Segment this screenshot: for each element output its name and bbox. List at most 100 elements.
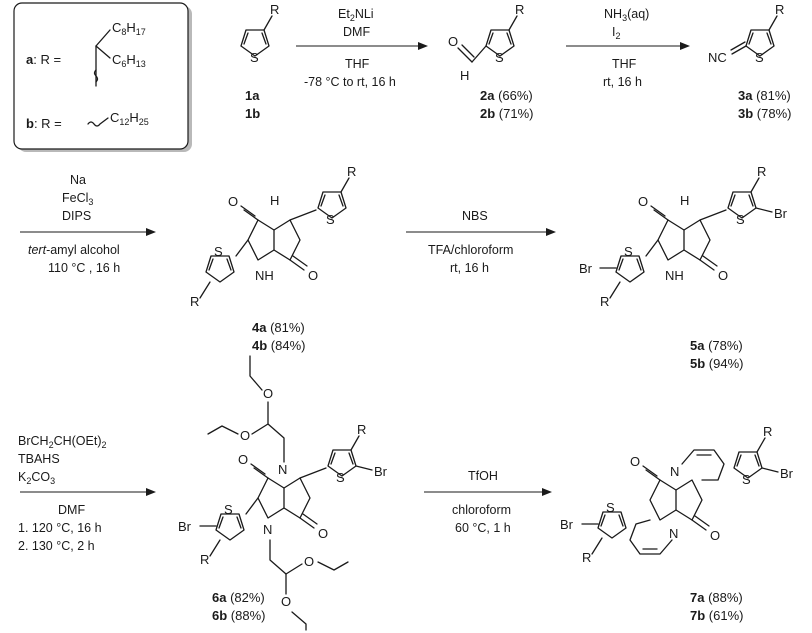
svg-text:O: O bbox=[630, 454, 640, 469]
arrow-step-6: TfOH chloroform 60 °C, 1 h bbox=[424, 469, 552, 535]
svg-text:7a (88%): 7a (88%) bbox=[690, 590, 743, 605]
svg-text:rt, 16 h: rt, 16 h bbox=[450, 261, 489, 275]
svg-text:H: H bbox=[270, 193, 279, 208]
svg-text:O: O bbox=[228, 194, 238, 209]
svg-text:S: S bbox=[736, 212, 745, 227]
svg-text:R: R bbox=[757, 164, 766, 179]
svg-text:DIPS: DIPS bbox=[62, 209, 91, 223]
svg-text:NH: NH bbox=[255, 268, 274, 283]
svg-text:4a (81%): 4a (81%) bbox=[252, 320, 305, 335]
svg-text:O: O bbox=[240, 428, 250, 443]
svg-text:TfOH: TfOH bbox=[468, 469, 498, 483]
svg-text:N: N bbox=[669, 526, 678, 541]
svg-text:O: O bbox=[710, 528, 720, 543]
compound-1: R S 1a 1b bbox=[240, 2, 279, 121]
svg-text:R: R bbox=[515, 2, 524, 17]
svg-text:1. 120 °C, 16 h: 1. 120 °C, 16 h bbox=[18, 521, 102, 535]
svg-text:O: O bbox=[238, 452, 248, 467]
svg-text:Na: Na bbox=[70, 173, 86, 187]
svg-text:S: S bbox=[326, 212, 335, 227]
svg-text:3a (81%): 3a (81%) bbox=[738, 88, 791, 103]
svg-text:NBS: NBS bbox=[462, 209, 488, 223]
svg-text:O: O bbox=[318, 526, 328, 541]
svg-text:R: R bbox=[763, 424, 772, 439]
svg-text:6a (82%): 6a (82%) bbox=[212, 590, 265, 605]
compound-7: O O N N R S Br R S Br 7a (88%) 7b (61%) bbox=[560, 424, 794, 623]
svg-text:2a (66%): 2a (66%) bbox=[480, 88, 533, 103]
svg-text:THF: THF bbox=[345, 57, 370, 71]
svg-text:O: O bbox=[281, 594, 291, 609]
compound-2: R S O H 2a (66%) 2b (71%) bbox=[448, 2, 533, 121]
legend-b: b bbox=[26, 116, 34, 131]
svg-text:S: S bbox=[606, 500, 615, 515]
svg-text:S: S bbox=[336, 470, 345, 485]
svg-text:Br: Br bbox=[780, 466, 794, 481]
svg-text:DMF: DMF bbox=[58, 503, 85, 517]
svg-text:NH: NH bbox=[665, 268, 684, 283]
svg-text:THF: THF bbox=[612, 57, 637, 71]
svg-text:R: R bbox=[582, 550, 591, 565]
svg-text:R: R bbox=[270, 2, 279, 17]
svg-text:N: N bbox=[278, 462, 287, 477]
svg-text:4b (84%): 4b (84%) bbox=[252, 338, 305, 353]
svg-text:O: O bbox=[304, 554, 314, 569]
svg-text:R: R bbox=[190, 294, 199, 309]
svg-text:R: R bbox=[347, 164, 356, 179]
svg-text:FeCl3: FeCl3 bbox=[62, 191, 93, 207]
arrow-step-2: NH3(aq) I2 THF rt, 16 h bbox=[566, 7, 690, 89]
svg-text:b: R =: b: R = bbox=[26, 116, 62, 131]
svg-text:N: N bbox=[263, 522, 272, 537]
svg-text:60 °C, 1 h: 60 °C, 1 h bbox=[455, 521, 511, 535]
svg-text:H: H bbox=[460, 68, 469, 83]
svg-text:O: O bbox=[638, 194, 648, 209]
arrow-step-5: BrCH2CH(OEt)2 TBAHS K2CO3 DMF 1. 120 °C,… bbox=[18, 434, 156, 553]
compound-6: O O N N O O O O R S Br R S Br bbox=[178, 355, 388, 631]
svg-text:R: R bbox=[775, 2, 784, 17]
svg-text:O: O bbox=[308, 268, 318, 283]
svg-text:1a: 1a bbox=[245, 88, 260, 103]
svg-text:3b (78%): 3b (78%) bbox=[738, 106, 791, 121]
svg-text:H: H bbox=[680, 193, 689, 208]
svg-text:a: R =: a: R = bbox=[26, 52, 61, 67]
svg-text:1b: 1b bbox=[245, 106, 260, 121]
svg-text:TBAHS: TBAHS bbox=[18, 452, 60, 466]
compound-4: O O H NH R S R S 4a (81%) 4b (84%) bbox=[190, 164, 356, 353]
svg-text:S: S bbox=[755, 50, 764, 65]
svg-text:Et2NLi: Et2NLi bbox=[338, 7, 374, 23]
svg-text:S: S bbox=[214, 244, 223, 259]
svg-text:5a (78%): 5a (78%) bbox=[690, 338, 743, 353]
svg-text:Br: Br bbox=[579, 261, 593, 276]
legend-a: a bbox=[26, 52, 34, 67]
svg-text:2b (71%): 2b (71%) bbox=[480, 106, 533, 121]
svg-text:C6H13: C6H13 bbox=[112, 52, 146, 69]
svg-text:5b (94%): 5b (94%) bbox=[690, 356, 743, 371]
arrow-step-3: Na FeCl3 DIPS tert-amyl alcohol 110 °C ,… bbox=[20, 173, 156, 275]
svg-text:Br: Br bbox=[560, 517, 574, 532]
arrow-step-1: Et2NLi DMF THF -78 °C to rt, 16 h bbox=[296, 7, 428, 89]
svg-text:110 °C , 16 h: 110 °C , 16 h bbox=[48, 261, 120, 275]
svg-text:C8H17: C8H17 bbox=[112, 20, 146, 37]
svg-text:S: S bbox=[250, 50, 259, 65]
svg-text:tert-amyl alcohol: tert-amyl alcohol bbox=[28, 243, 120, 257]
compound-3: R S NC 3a (81%) 3b (78%) bbox=[708, 2, 791, 121]
svg-text:R: R bbox=[600, 294, 609, 309]
svg-text:6b (88%): 6b (88%) bbox=[212, 608, 265, 623]
svg-text:chloroform: chloroform bbox=[452, 503, 511, 517]
arrow-step-4: NBS TFA/chloroform rt, 16 h bbox=[406, 209, 556, 275]
svg-text:TFA/chloroform: TFA/chloroform bbox=[428, 243, 513, 257]
svg-text:7b (61%): 7b (61%) bbox=[690, 608, 743, 623]
svg-text:Br: Br bbox=[178, 519, 192, 534]
svg-text:O: O bbox=[448, 34, 458, 49]
svg-text:K2CO3: K2CO3 bbox=[18, 470, 55, 486]
svg-text:O: O bbox=[263, 386, 273, 401]
svg-text:NC: NC bbox=[708, 50, 727, 65]
svg-text:R: R bbox=[357, 422, 366, 437]
substituent-legend: a: R = C8H17 C6H13 b: R = C12H25 bbox=[13, 2, 192, 152]
svg-text:NH3(aq): NH3(aq) bbox=[604, 7, 649, 23]
svg-text:Br: Br bbox=[774, 206, 788, 221]
svg-text:O: O bbox=[718, 268, 728, 283]
svg-text:S: S bbox=[495, 50, 504, 65]
svg-text:BrCH2CH(OEt)2: BrCH2CH(OEt)2 bbox=[18, 434, 107, 450]
svg-text:C12H25: C12H25 bbox=[110, 110, 149, 127]
